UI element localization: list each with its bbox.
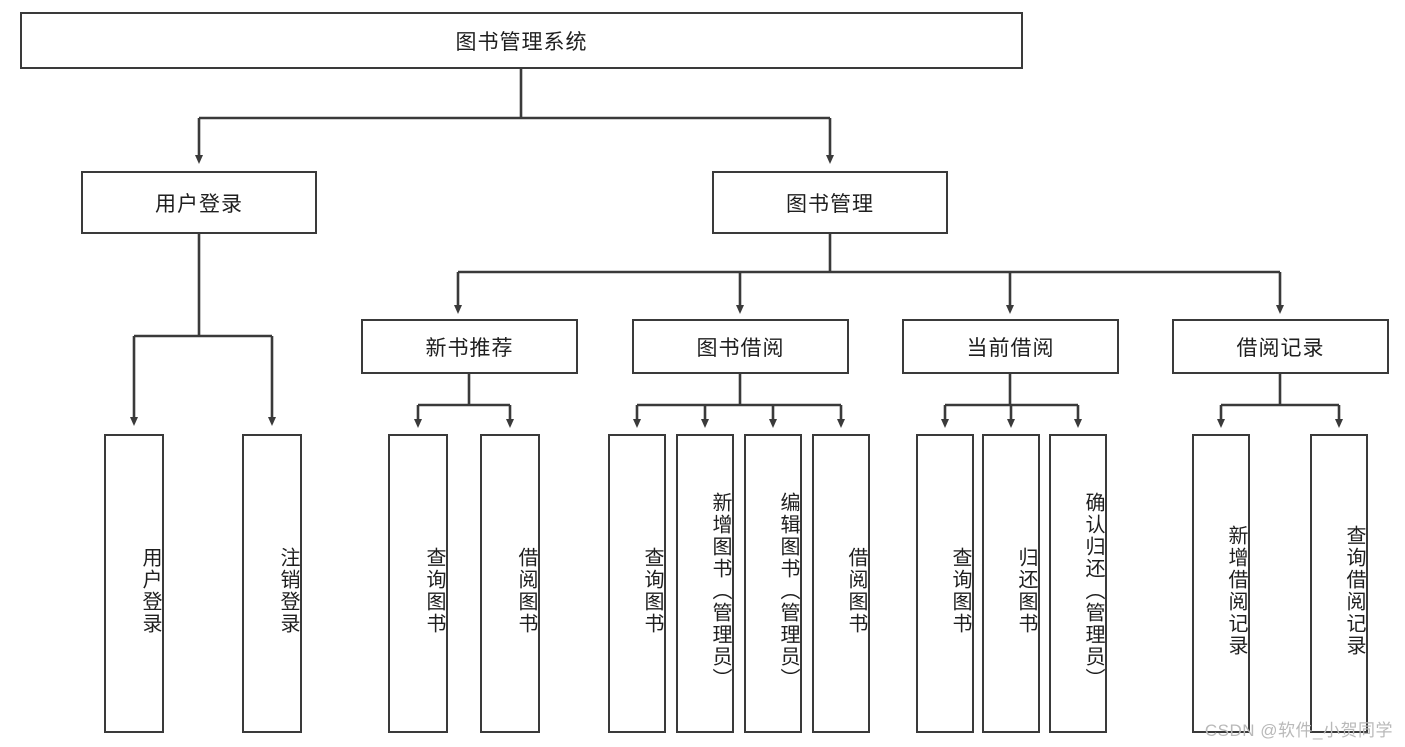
node-label: 查询图书 xyxy=(641,546,663,635)
leaf-user-login-login[interactable]: 用户登录 xyxy=(104,434,164,733)
node-label: 借阅图书 xyxy=(845,546,867,635)
node-label: 用户登录 xyxy=(155,192,243,216)
node-label: 图书借阅 xyxy=(696,336,785,360)
node-book-borrow[interactable]: 图书借阅 xyxy=(632,319,849,374)
node-label: 借阅图书 xyxy=(515,546,537,635)
node-label: 图书管理 xyxy=(786,192,874,216)
leaf-recommend-borrow-book[interactable]: 借阅图书 xyxy=(480,434,540,733)
leaf-borrow-query-book[interactable]: 查询图书 xyxy=(608,434,666,733)
node-label: 编辑图书（管理员） xyxy=(777,491,799,690)
node-label: 归还图书 xyxy=(1015,546,1037,635)
node-label: 图书管理系统 xyxy=(455,30,588,54)
node-user-login[interactable]: 用户登录 xyxy=(81,171,317,234)
leaf-user-login-logout[interactable]: 注销登录 xyxy=(242,434,302,733)
node-label: 确认归还（管理员） xyxy=(1082,491,1104,690)
node-label: 用户登录 xyxy=(139,546,161,635)
node-label: 注销登录 xyxy=(277,546,299,635)
node-label: 当前借阅 xyxy=(966,336,1055,360)
leaf-record-query-record[interactable]: 查询借阅记录 xyxy=(1310,434,1368,733)
node-label: 查询图书 xyxy=(949,546,971,635)
node-book-management[interactable]: 图书管理 xyxy=(712,171,948,234)
leaf-recommend-query-book[interactable]: 查询图书 xyxy=(388,434,448,733)
leaf-borrow-borrow-book[interactable]: 借阅图书 xyxy=(812,434,870,733)
leaf-borrow-edit-book-admin[interactable]: 编辑图书（管理员） xyxy=(744,434,802,733)
node-label: 新书推荐 xyxy=(425,336,514,360)
watermark-text: CSDN @软件_小贺同学 xyxy=(1204,721,1393,740)
node-current-borrow[interactable]: 当前借阅 xyxy=(902,319,1119,374)
node-label: 新增借阅记录 xyxy=(1225,524,1247,657)
leaf-current-confirm-return-admin[interactable]: 确认归还（管理员） xyxy=(1049,434,1107,733)
leaf-current-query-book[interactable]: 查询图书 xyxy=(916,434,974,733)
node-label: 新增图书（管理员） xyxy=(709,491,731,690)
leaf-current-return-book[interactable]: 归还图书 xyxy=(982,434,1040,733)
leaf-borrow-add-book-admin[interactable]: 新增图书（管理员） xyxy=(676,434,734,733)
node-label: 查询借阅记录 xyxy=(1343,524,1365,657)
node-borrow-record[interactable]: 借阅记录 xyxy=(1172,319,1389,374)
node-label: 查询图书 xyxy=(423,546,445,635)
node-label: 借阅记录 xyxy=(1236,336,1325,360)
node-new-book-recommend[interactable]: 新书推荐 xyxy=(361,319,578,374)
leaf-record-add-record[interactable]: 新增借阅记录 xyxy=(1192,434,1250,733)
node-root-system[interactable]: 图书管理系统 xyxy=(20,12,1023,69)
